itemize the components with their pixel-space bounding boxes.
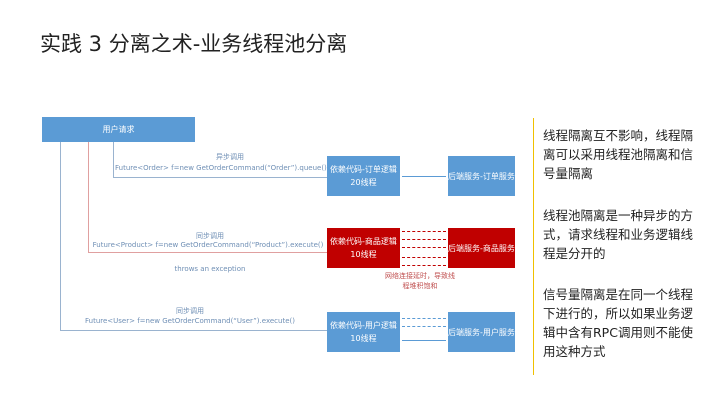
accent-divider [533,118,534,375]
user-request-box: 用户请求 [42,117,195,142]
side-paragraph: 线程池隔离是一种异步的方式，请求线程和业务逻辑线程是分开的 [543,208,694,261]
connector [60,142,61,331]
connector [60,330,327,331]
code-label: Future<Order> f=new GetOrderCommand(“Ord… [115,164,327,172]
arrow [402,326,446,328]
arrow [402,318,446,320]
arrow [402,231,446,233]
connector [113,142,114,177]
dep-box-product: 依赖代码-商品逻辑 10线程 [327,228,400,268]
backend-box-user: 后端服务-用户服务 [448,312,515,352]
page-title: 实践 3 分离之术-业务线程池分离 [40,32,348,56]
backend-box-order: 后端服务-订单服务 [448,156,515,196]
arrow [402,239,446,241]
arrow [402,265,446,267]
connector [88,142,89,252]
mode-label: 同步调用 [176,307,204,315]
dep-threads: 10线程 [350,250,377,259]
connector [113,177,327,178]
note-line-1: 网络连接延时，导致线 [385,272,455,280]
dep-threads: 10线程 [350,334,377,343]
exception-label: throws an exception [174,265,246,273]
dep-threads: 20线程 [350,178,377,187]
side-paragraph: 线程隔离互不影响，线程隔离可以采用线程池隔离和信号量隔离 [543,128,694,181]
backend-box-product: 后端服务-商品服务 [448,228,515,268]
dep-box-user: 依赖代码-用户逻辑 10线程 [327,312,400,352]
arrow [402,257,446,259]
dep-name: 依赖代码-商品逻辑 [330,237,397,246]
code-label: Future<Product> f=new GetOrderCommand(“P… [92,241,324,249]
mode-label: 异步调用 [216,153,244,161]
code-label: Future<User> f=new GetOrderCommand(“User… [85,317,295,325]
mode-label: 同步调用 [196,232,224,240]
connector [88,252,327,253]
note-line-2: 程堆积饱和 [402,282,438,290]
dep-name: 依赖代码-用户逻辑 [330,321,397,330]
side-paragraph: 信号量隔离是在同一个线程下进行的，所以如果业务逻辑中含有RPC调用则不能使用这种… [543,287,694,359]
dep-name: 依赖代码-订单逻辑 [330,165,397,174]
arrow [402,340,446,341]
dep-box-order: 依赖代码-订单逻辑 20线程 [327,156,400,196]
arrow [402,247,446,249]
arrow [402,176,446,177]
